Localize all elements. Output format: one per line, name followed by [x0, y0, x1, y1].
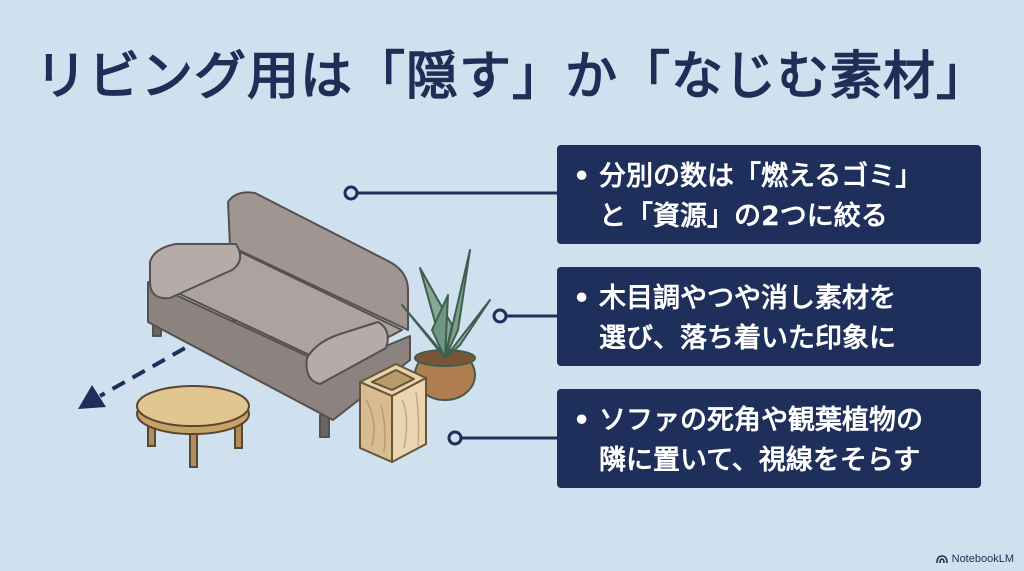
callout-text-line-2: と「資源」の2つに絞る [599, 201, 888, 232]
sofa-icon [147, 191, 411, 438]
callout-material-choice: • 木目調やつや消し素材を 選び、落ち着いた印象に [557, 267, 981, 366]
callout-text-line-2: 隣に置いて、視線をそらす [599, 445, 921, 476]
callout-placement: • ソファの死角や観葉植物の 隣に置いて、視線をそらす [557, 389, 981, 488]
callout-text-line-1: ソファの死角や観葉植物の [599, 405, 923, 436]
bullet-icon: • [573, 405, 591, 436]
potted-plant-icon [401, 249, 491, 401]
notebooklm-logo-icon [935, 555, 948, 564]
page-title: リビング用は「隠す」か「なじむ素材」 [34, 47, 989, 107]
bullet-icon: • [573, 161, 591, 192]
coffee-table-icon [136, 385, 250, 468]
wooden-bin-icon [359, 363, 427, 463]
connector-lines [356, 191, 557, 440]
callout-text-line-1: 木目調やつや消し素材を [599, 283, 896, 314]
bullet-icon: • [573, 283, 591, 314]
connector-dots [343, 185, 508, 446]
callout-waste-categories: • 分別の数は「燃えるゴミ」 と「資源」の2つに絞る [557, 145, 981, 244]
watermark-text: NotebookLM [951, 553, 1014, 565]
callout-text-line-1: 分別の数は「燃えるゴミ」 [599, 161, 923, 192]
callout-text-line-2: 選び、落ち着いた印象に [599, 323, 896, 354]
notebooklm-watermark: NotebookLM [935, 553, 1014, 565]
